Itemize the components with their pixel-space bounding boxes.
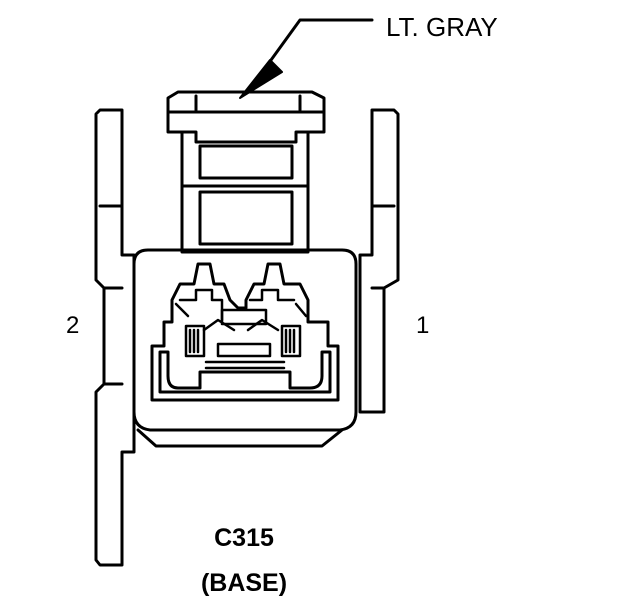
left-latch [94,108,136,567]
lock-window-lower [198,190,294,246]
center-key [204,308,286,370]
color-callout-leader [239,18,374,99]
lock-window-upper [198,144,294,180]
pin-label-2: 2 [66,312,79,339]
top-lock-tab [166,90,326,254]
bottom-lip [136,428,344,448]
terminal-right [246,288,308,358]
right-latch [358,108,400,414]
terminal-cavity [150,262,340,402]
connector-id: C315 [214,524,274,552]
pin-label-1: 1 [416,312,429,339]
color-label: LT. GRAY [386,12,498,42]
terminal-left [174,288,236,358]
connector-body [132,248,358,432]
connector-variant: (BASE) [201,569,287,597]
